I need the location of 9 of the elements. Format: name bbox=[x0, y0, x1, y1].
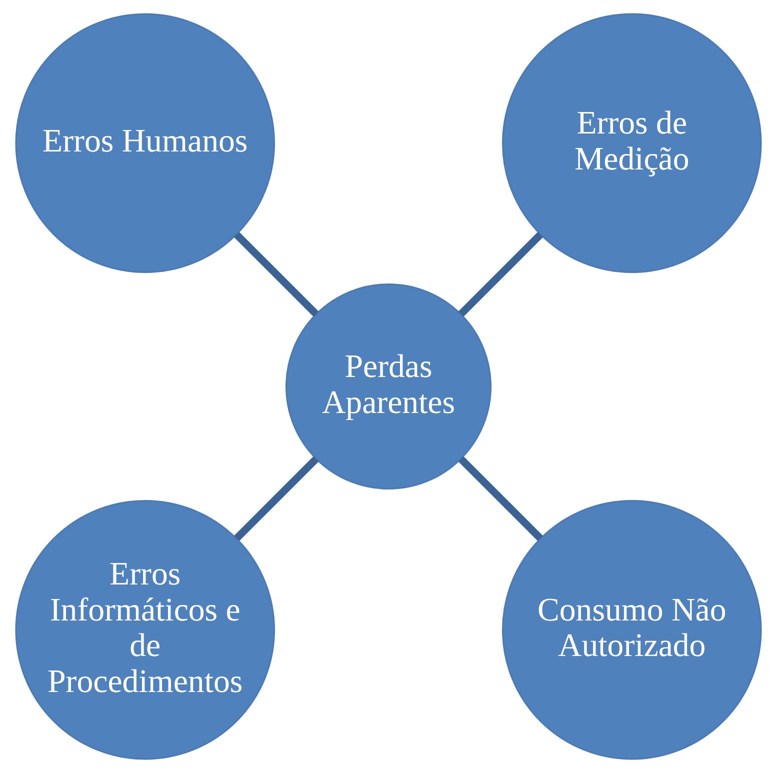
connector bbox=[234, 456, 318, 541]
connector bbox=[458, 232, 542, 317]
connector bbox=[458, 456, 542, 541]
node-circle: Consumo Não Autorizado bbox=[502, 500, 762, 760]
node-circle: Erros de Medição bbox=[502, 13, 762, 273]
node-circle: Perdas Aparentes bbox=[284, 283, 492, 490]
connector bbox=[234, 232, 318, 317]
node-circle: Erros Humanos bbox=[14, 13, 274, 273]
node-circle: Erros Informáticos e de Procedimentos bbox=[14, 500, 274, 760]
